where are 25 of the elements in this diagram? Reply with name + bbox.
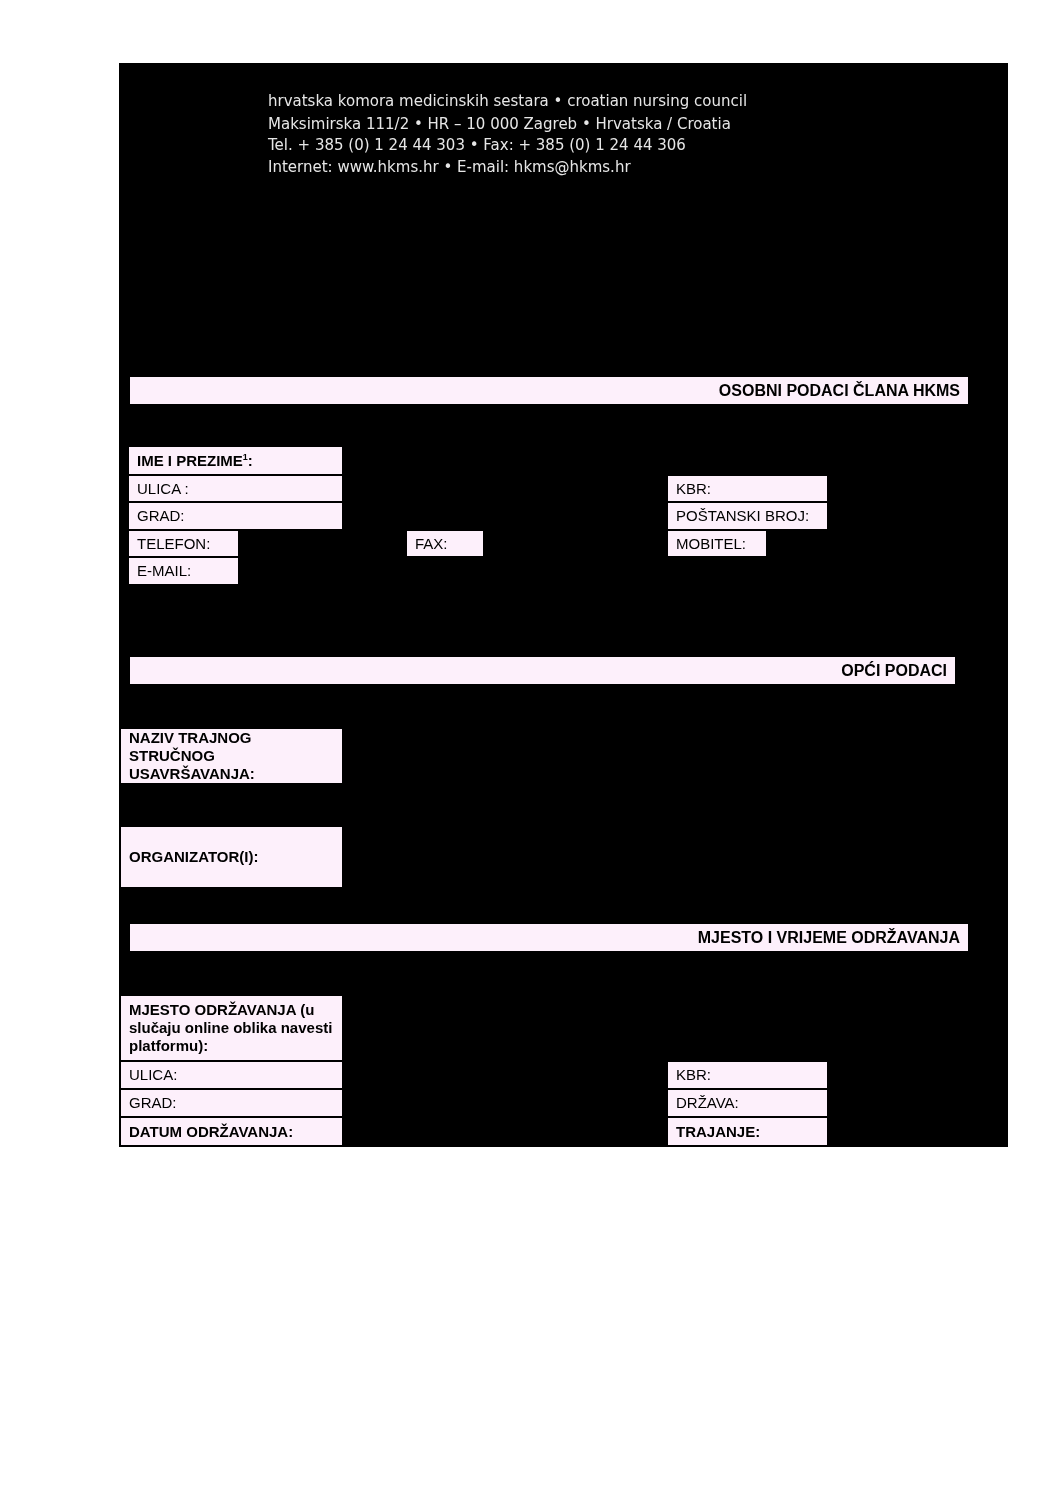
form-label-cell: KBR:	[668, 476, 827, 501]
letterhead-text: hrvatska komora medicinskih sestara • croatian nursing council	[268, 92, 748, 110]
letterhead-text: Internet: www.hkms.hr • E-mail: hkms@hkms.hr	[268, 158, 631, 176]
section-header-band: OPĆI PODACI	[130, 657, 955, 684]
form-label-cell: DRŽAVA:	[668, 1090, 827, 1116]
form-label-cell: GRAD:	[129, 503, 342, 529]
form-label-cell: DATUM ODRŽAVANJA:	[121, 1118, 342, 1145]
form-label-cell: GRAD:	[121, 1090, 342, 1116]
form-label-cell: POŠTANSKI BROJ:	[668, 503, 827, 529]
form-label-cell: NAZIV TRAJNOG STRUČNOG USAVRŠAVANJA:	[121, 729, 342, 783]
form-label-cell: FAX:	[407, 531, 483, 556]
form-label-cell: ULICA :	[129, 476, 342, 501]
form-label-cell: TELEFON:	[129, 531, 238, 556]
letterhead-text: Tel. + 385 (0) 1 24 44 303 • Fax: + 385 (0) 1 24 44 306	[268, 136, 686, 154]
form-label-cell: MJESTO ODRŽAVANJA (u slučaju online oblika navesti platformu):	[121, 996, 342, 1060]
form-label-cell: E-MAIL:	[129, 558, 238, 584]
letterhead-text: Maksimirska 111/2 • HR – 10 000 Zagreb • Hrvatska / Croatia	[268, 115, 731, 133]
section-header-band: OSOBNI PODACI ČLANA HKMS	[130, 377, 968, 404]
form-label-cell: KBR:	[668, 1062, 827, 1088]
form-label-cell: MOBITEL:	[668, 531, 766, 556]
form-label-cell: IME I PREZIME$^{1}$:	[129, 447, 342, 474]
form-label-cell: ORGANIZATOR(I):	[121, 827, 342, 887]
form-label-cell: TRAJANJE:	[668, 1118, 827, 1145]
section-header-band: MJESTO I VRIJEME ODRŽAVANJA	[130, 924, 968, 951]
form-label-cell: ULICA:	[121, 1062, 342, 1088]
